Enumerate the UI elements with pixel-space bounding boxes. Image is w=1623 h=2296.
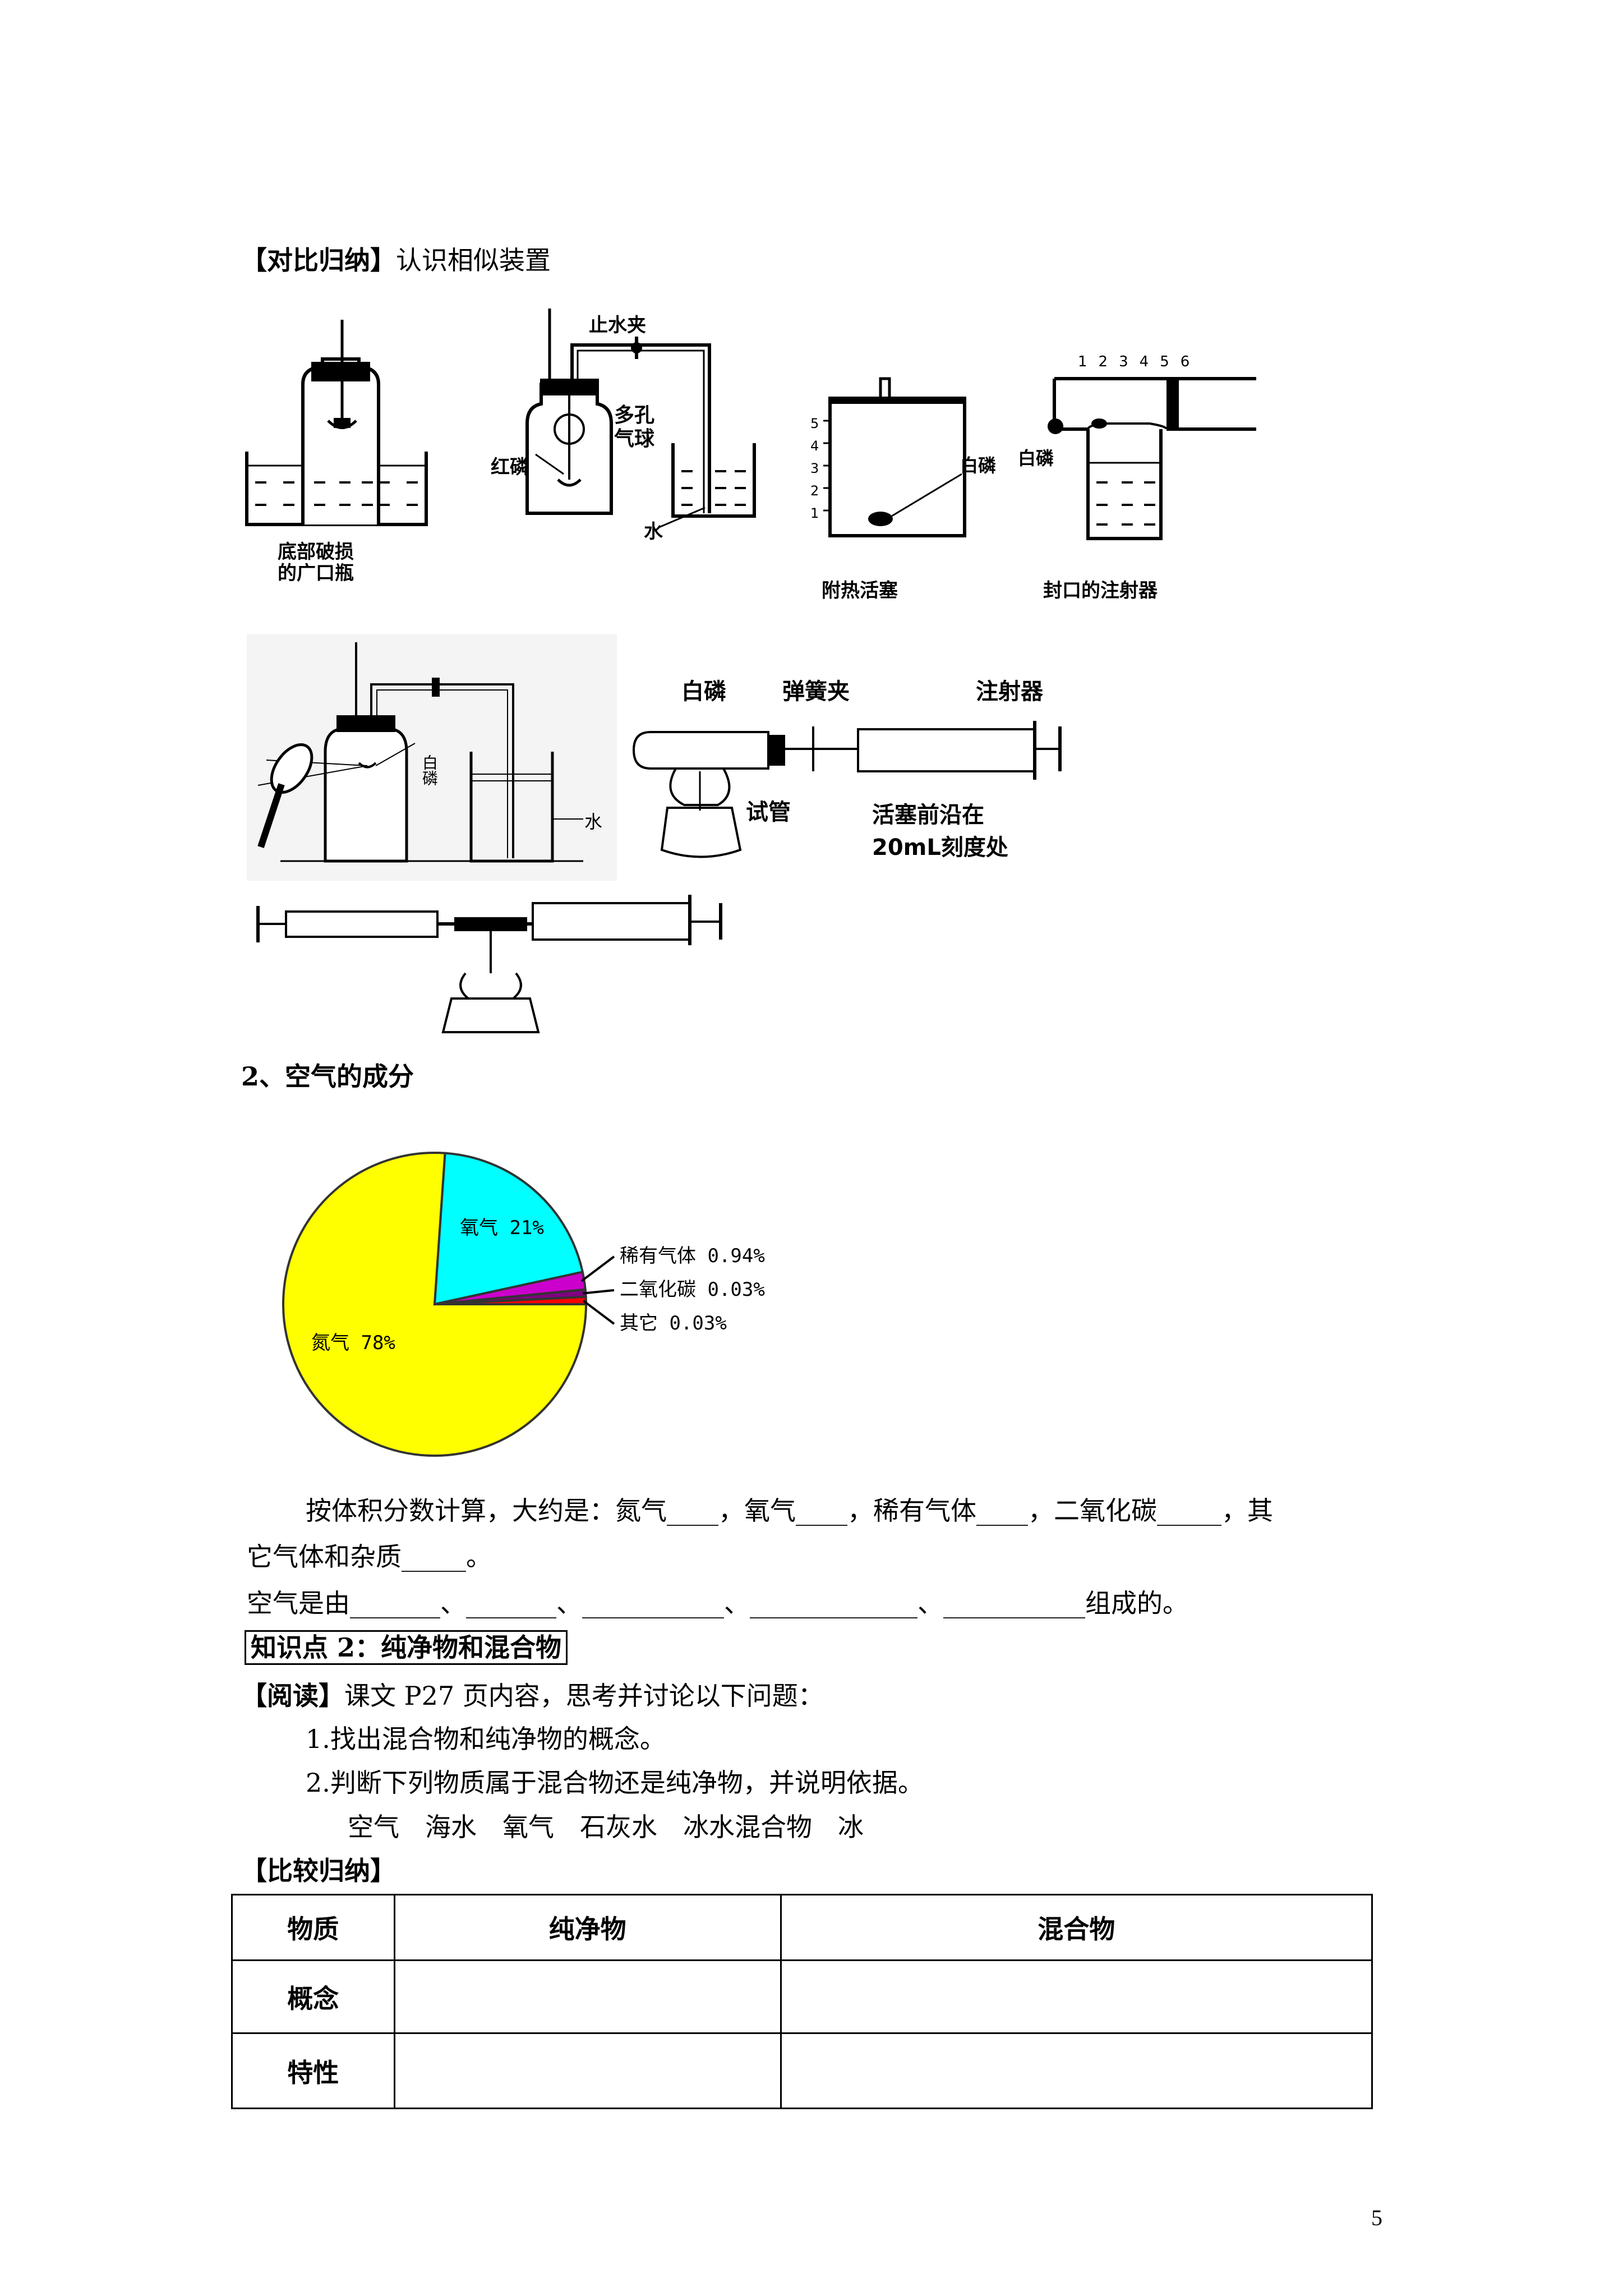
fig2-balloon-label: 多孔 气球 xyxy=(614,404,655,450)
fig3-scale-2: 2 xyxy=(810,483,819,499)
air-section-heading: 2、空气的成分 xyxy=(241,1061,414,1092)
fig6-clamp-label: 弹簧夹 xyxy=(782,679,850,705)
compare-table-cell-pure[interactable] xyxy=(393,1959,782,2034)
fig2-water-label: 水 xyxy=(644,521,663,543)
fig6-tube-label: 试管 xyxy=(746,799,791,825)
fig6-phosphorus-label: 白磷 xyxy=(681,679,726,705)
fig2-clamp-label: 止水夹 xyxy=(589,314,646,337)
air-composition-pie-chart: 氮气 78% 氧气 21% 稀有气体 0.94% 二氧化碳 0.03% 其它 0.03% xyxy=(275,1144,813,1458)
fig3-scale-5: 5 xyxy=(810,416,819,431)
fig3-scale-1: 1 xyxy=(810,505,819,521)
compare-heading: 【对比归纳】认识相似装置 xyxy=(241,245,551,276)
fig4-scale-1: 1 xyxy=(1078,353,1099,370)
compare-table-header-pure: 纯净物 xyxy=(393,1894,782,1961)
fig3-caption: 附热活塞 xyxy=(822,579,898,602)
fill-in-line-2: 它气体和杂质_____。 xyxy=(247,1542,492,1572)
fig6-note-line1: 活塞前沿在 xyxy=(872,802,984,828)
pie-label-co2: 二氧化碳 0.03% xyxy=(620,1278,765,1301)
pie-label-oxygen: 氧气 21% xyxy=(460,1217,544,1239)
compare-table-row-concept: 概念 xyxy=(231,1959,1373,2034)
compare-table-header-mixture: 混合物 xyxy=(780,1894,1373,1961)
fig6-note-line2: 20mL刻度处 xyxy=(872,835,1008,861)
fig4-scale-4: 4 xyxy=(1139,353,1160,370)
fig4-scale-5: 5 xyxy=(1160,353,1181,370)
fig6-syringe-label: 注射器 xyxy=(976,679,1043,705)
pie-leader-line xyxy=(582,1299,615,1325)
fig5-water-label: 水 xyxy=(584,811,603,832)
apparatus-sealed-syringe xyxy=(1032,365,1256,544)
fig3-scale-3: 3 xyxy=(810,461,819,476)
compare-table-row-label: 特性 xyxy=(231,2032,395,2109)
reading-substances: 空气 海水 氧气 石灰水 冰水混合物 冰 xyxy=(348,1812,864,1842)
fill-in-line-1: 按体积分数计算，大约是：氮气____，氧气____，稀有气体____，二氧化碳_… xyxy=(306,1496,1273,1526)
apparatus-double-syringe xyxy=(252,889,729,1035)
compare-table-header-row: 物质 纯净物 混合物 xyxy=(231,1894,1373,1961)
apparatus-piston xyxy=(808,376,1009,539)
compare-table-cell-pure[interactable] xyxy=(393,2032,782,2109)
fig3-phosphorus-label: 白磷 xyxy=(960,455,997,476)
pie-leader-line xyxy=(583,1289,615,1295)
page-number: 5 xyxy=(1371,2205,1382,2230)
fig4-phosphorus-label: 白磷 xyxy=(1018,448,1054,469)
compare-heading-bracket: 【对比归纳】 xyxy=(241,245,396,275)
reading-text: 课文 P27 页内容，思考并讨论以下问题： xyxy=(344,1681,824,1711)
compare-table-cell-mixture[interactable] xyxy=(780,1959,1373,2034)
compare-heading-text: 认识相似装置 xyxy=(396,245,551,275)
fig4-scale-2: 2 xyxy=(1098,353,1119,370)
apparatus-test-tube-syringe xyxy=(628,715,1066,867)
compare-table-cell-mixture[interactable] xyxy=(780,2032,1373,2109)
compare-table-row-label: 概念 xyxy=(231,1959,395,2034)
reading-bracket: 【阅读】 xyxy=(241,1681,344,1711)
compare-table-heading: 【比较归纳】 xyxy=(241,1856,396,1886)
fig3-scale-4: 4 xyxy=(810,438,819,454)
fig2-phosphorus-label: 红磷 xyxy=(491,456,529,478)
pie-label-rare-gas: 稀有气体 0.94% xyxy=(620,1245,765,1267)
pie-slice-1 xyxy=(433,1152,584,1306)
fig4-scale-3: 3 xyxy=(1119,353,1140,370)
compare-table: 物质 纯净物 混合物 概念 特性 xyxy=(231,1894,1373,2109)
fig5-phosphorus-label: 白磷 xyxy=(420,754,439,786)
pie-label-other: 其它 0.03% xyxy=(620,1312,727,1335)
fig1-caption: 底部破损 的广口瓶 xyxy=(278,541,354,585)
compare-table-row-property: 特性 xyxy=(231,2032,1373,2109)
fig4-scale: 123456 xyxy=(1078,353,1201,370)
fig3-scale: 1 2 3 4 5 xyxy=(810,412,819,524)
apparatus-magnifier-bottle xyxy=(247,634,617,881)
reading-question-1: 1.找出混合物和纯净物的概念。 xyxy=(306,1724,666,1754)
fig4-caption: 封口的注射器 xyxy=(1043,579,1158,602)
reading-line: 【阅读】课文 P27 页内容，思考并讨论以下问题： xyxy=(241,1680,824,1711)
apparatus-balloon-bottle xyxy=(474,306,766,541)
pie-svg: 氮气 78% 氧气 21% 稀有气体 0.94% 二氧化碳 0.03% 其它 0.03% xyxy=(282,1152,765,1457)
pie-label-nitrogen: 氮气 78% xyxy=(311,1332,395,1354)
reading-question-2: 2.判断下列物质属于混合物还是纯净物，并说明依据。 xyxy=(306,1768,924,1798)
compare-table-header-substance: 物质 xyxy=(231,1894,395,1961)
pie-leader-line xyxy=(580,1255,615,1282)
fill-in-line-3: 空气是由_______、_______、___________、________… xyxy=(247,1588,1188,1618)
fig4-scale-6: 6 xyxy=(1180,353,1201,370)
knowledge-point-title: 知识点 2：纯净物和混合物 xyxy=(245,1630,568,1665)
pie-slice-4 xyxy=(434,1295,588,1305)
apparatus-broken-bottle xyxy=(244,314,435,595)
